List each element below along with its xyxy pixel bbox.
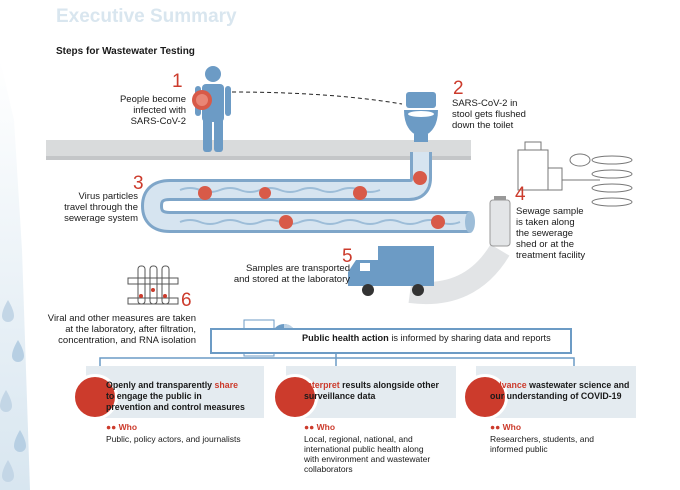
step-2-number: 2 — [453, 78, 464, 99]
interpret-card: Interpret results alongside other survei… — [272, 366, 456, 478]
page-title: Executive Summary — [56, 6, 237, 27]
truck-icon — [348, 246, 434, 296]
dashed-connector — [231, 91, 403, 105]
people-icon: ●● Who — [490, 422, 522, 432]
share-card: Openly and transparently share to engage… — [72, 366, 264, 462]
people-icon: ●● Who — [106, 422, 138, 432]
step-3-number: 3 — [133, 173, 144, 194]
virus-icons-pipe — [198, 171, 445, 229]
step-5-number: 5 — [342, 246, 353, 267]
treatment-facility-icon — [517, 141, 633, 207]
virus-icon-person — [192, 90, 212, 110]
toilet-icon — [404, 92, 438, 142]
pie-chart-icon — [272, 374, 318, 420]
diagram-subtitle: Steps for Wastewater Testing — [56, 46, 195, 57]
public-health-action-text: Public health action is informed by shar… — [302, 333, 551, 343]
test-tubes-icon — [127, 265, 179, 305]
step-6-number: 6 — [181, 290, 192, 311]
virus-icon — [462, 374, 508, 420]
advance-card: Advance wastewater science and our under… — [462, 366, 636, 462]
floor-slab — [46, 140, 471, 160]
people-icon: ●● Who — [304, 422, 336, 432]
decorative-side-strip — [0, 60, 30, 490]
step-1-number: 1 — [172, 71, 183, 92]
step-4-number: 4 — [515, 184, 526, 205]
sewer-pipe — [141, 152, 475, 233]
public-health-action-box — [210, 328, 572, 354]
sample-bottle-icon — [489, 196, 511, 247]
megaphone-icon — [72, 374, 118, 420]
